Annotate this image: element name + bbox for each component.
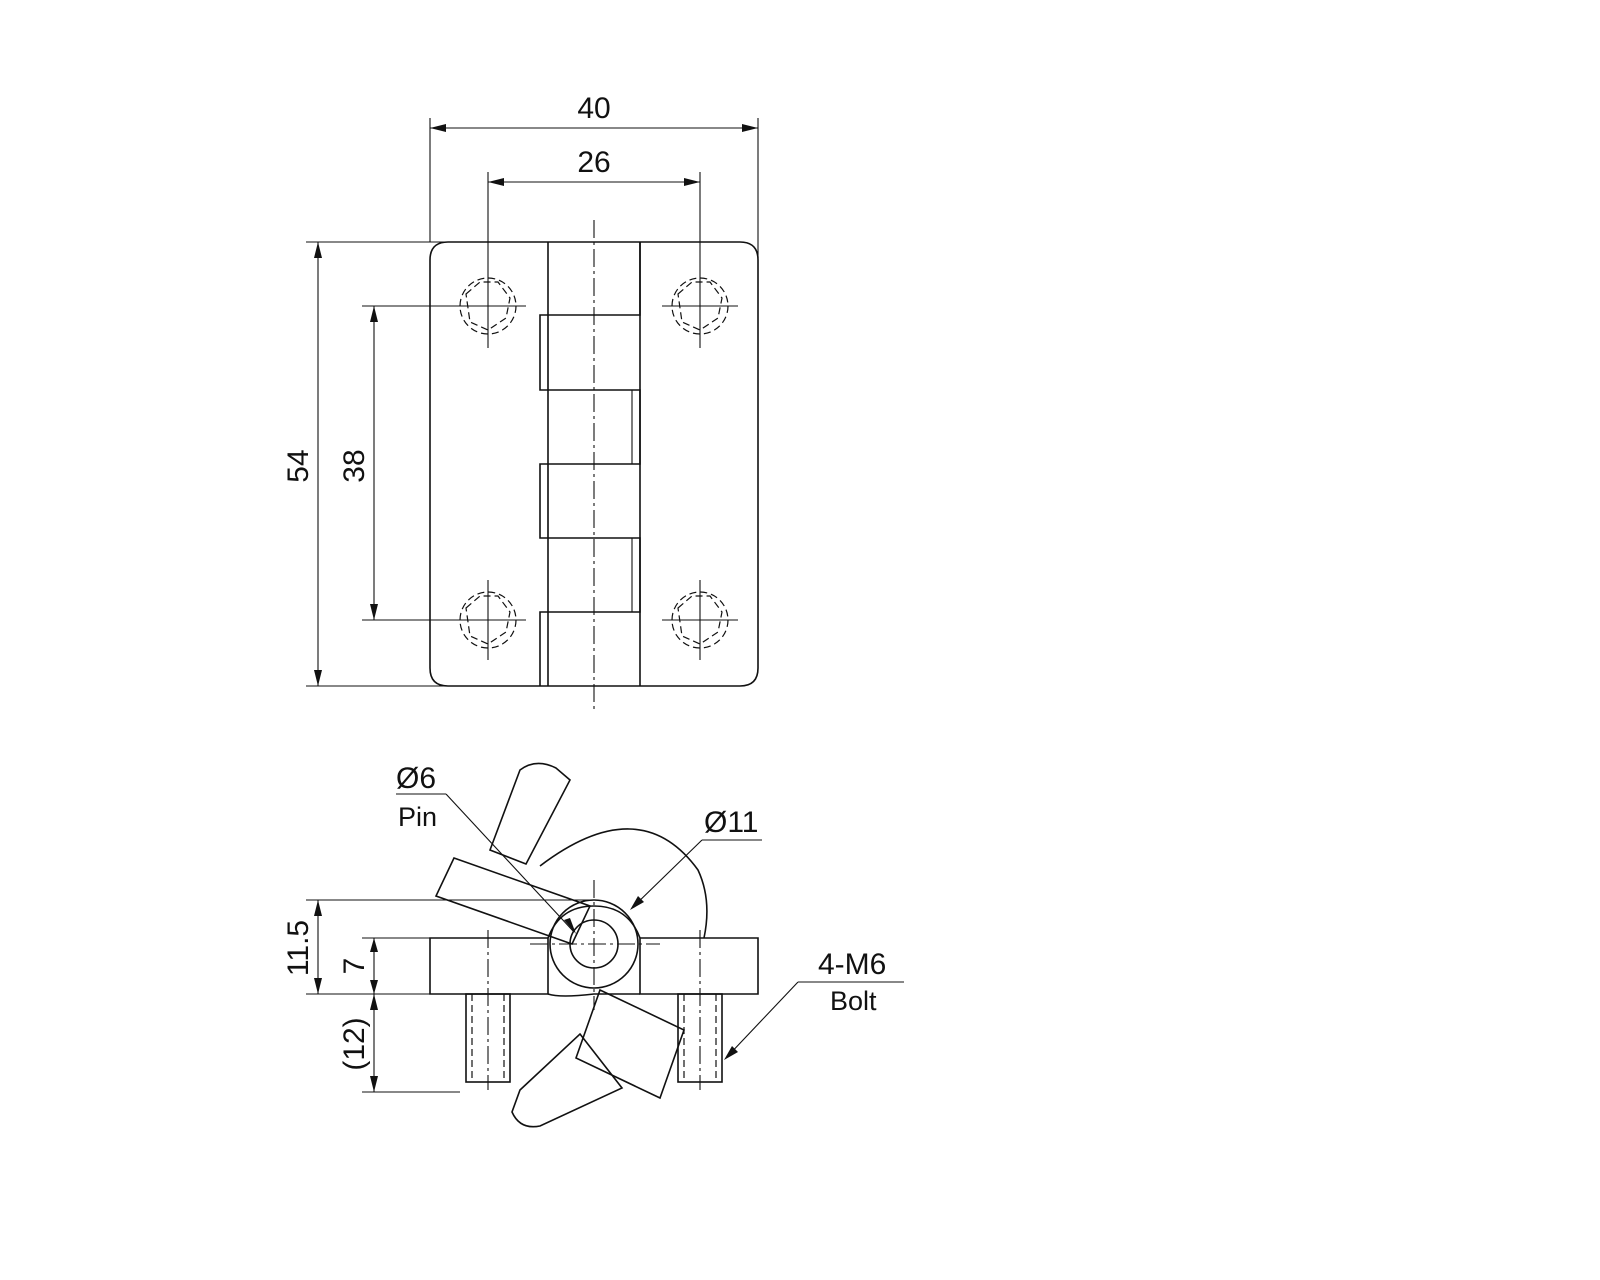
bolt-left xyxy=(465,930,511,1090)
dim-7-label: 7 xyxy=(338,958,371,975)
dim-knuckle-diameter: Ø11 xyxy=(630,806,762,910)
leaf-left xyxy=(429,937,549,995)
top-view: 40 26 54 38 xyxy=(282,92,759,710)
dim-40-label: 40 xyxy=(577,92,610,125)
dim-pin-diameter: Ø6 Pin xyxy=(396,762,576,934)
plate-outline xyxy=(429,241,759,687)
pin-label: Pin xyxy=(398,802,437,832)
side-view: Ø6 Pin Ø11 11.5 7 xyxy=(282,762,904,1128)
bolt-label: Bolt xyxy=(830,986,877,1016)
bolt-spec-label: 4-M6 xyxy=(818,948,886,981)
knuckle-body xyxy=(547,905,641,939)
dim-bolt-spec: 4-M6 Bolt xyxy=(724,948,904,1060)
knuckle-body-lower xyxy=(547,993,640,997)
bolt-right xyxy=(677,930,723,1090)
hole-top-right xyxy=(662,250,738,348)
hole-bottom-right xyxy=(662,580,738,660)
dim-38-label: 38 xyxy=(338,449,371,482)
leaf-right xyxy=(639,937,759,995)
swing-arc xyxy=(539,828,708,939)
knuckle-segments-right xyxy=(547,315,633,612)
pin-diameter-label: Ø6 xyxy=(396,762,436,795)
dim-11-5-label: 11.5 xyxy=(282,920,315,976)
dim-54-label: 54 xyxy=(282,449,315,482)
dim-hole-spacing-horizontal: 26 xyxy=(487,146,701,250)
leaf-rotated-up xyxy=(488,762,572,866)
dim-26-label: 26 xyxy=(577,146,610,179)
dim-leaf-thickness: 7 xyxy=(338,937,430,994)
dim-12-label: (12) xyxy=(338,1017,371,1070)
dim-height-to-axis: 11.5 xyxy=(282,899,594,995)
knuckle-diameter-label: Ø11 xyxy=(704,806,758,839)
dim-overall-width: 40 xyxy=(429,92,759,258)
knuckle-segments xyxy=(539,242,641,686)
leaf-rotated-down xyxy=(511,1032,624,1128)
dim-overall-height: 54 xyxy=(282,241,448,687)
leaf-rotated-lower-right xyxy=(575,988,685,1100)
leaf-rotated-upper-left xyxy=(434,857,592,945)
dim-bolt-length: (12) xyxy=(338,994,460,1093)
hole-top-left xyxy=(450,250,526,348)
dim-hole-spacing-vertical: 38 xyxy=(338,305,470,621)
